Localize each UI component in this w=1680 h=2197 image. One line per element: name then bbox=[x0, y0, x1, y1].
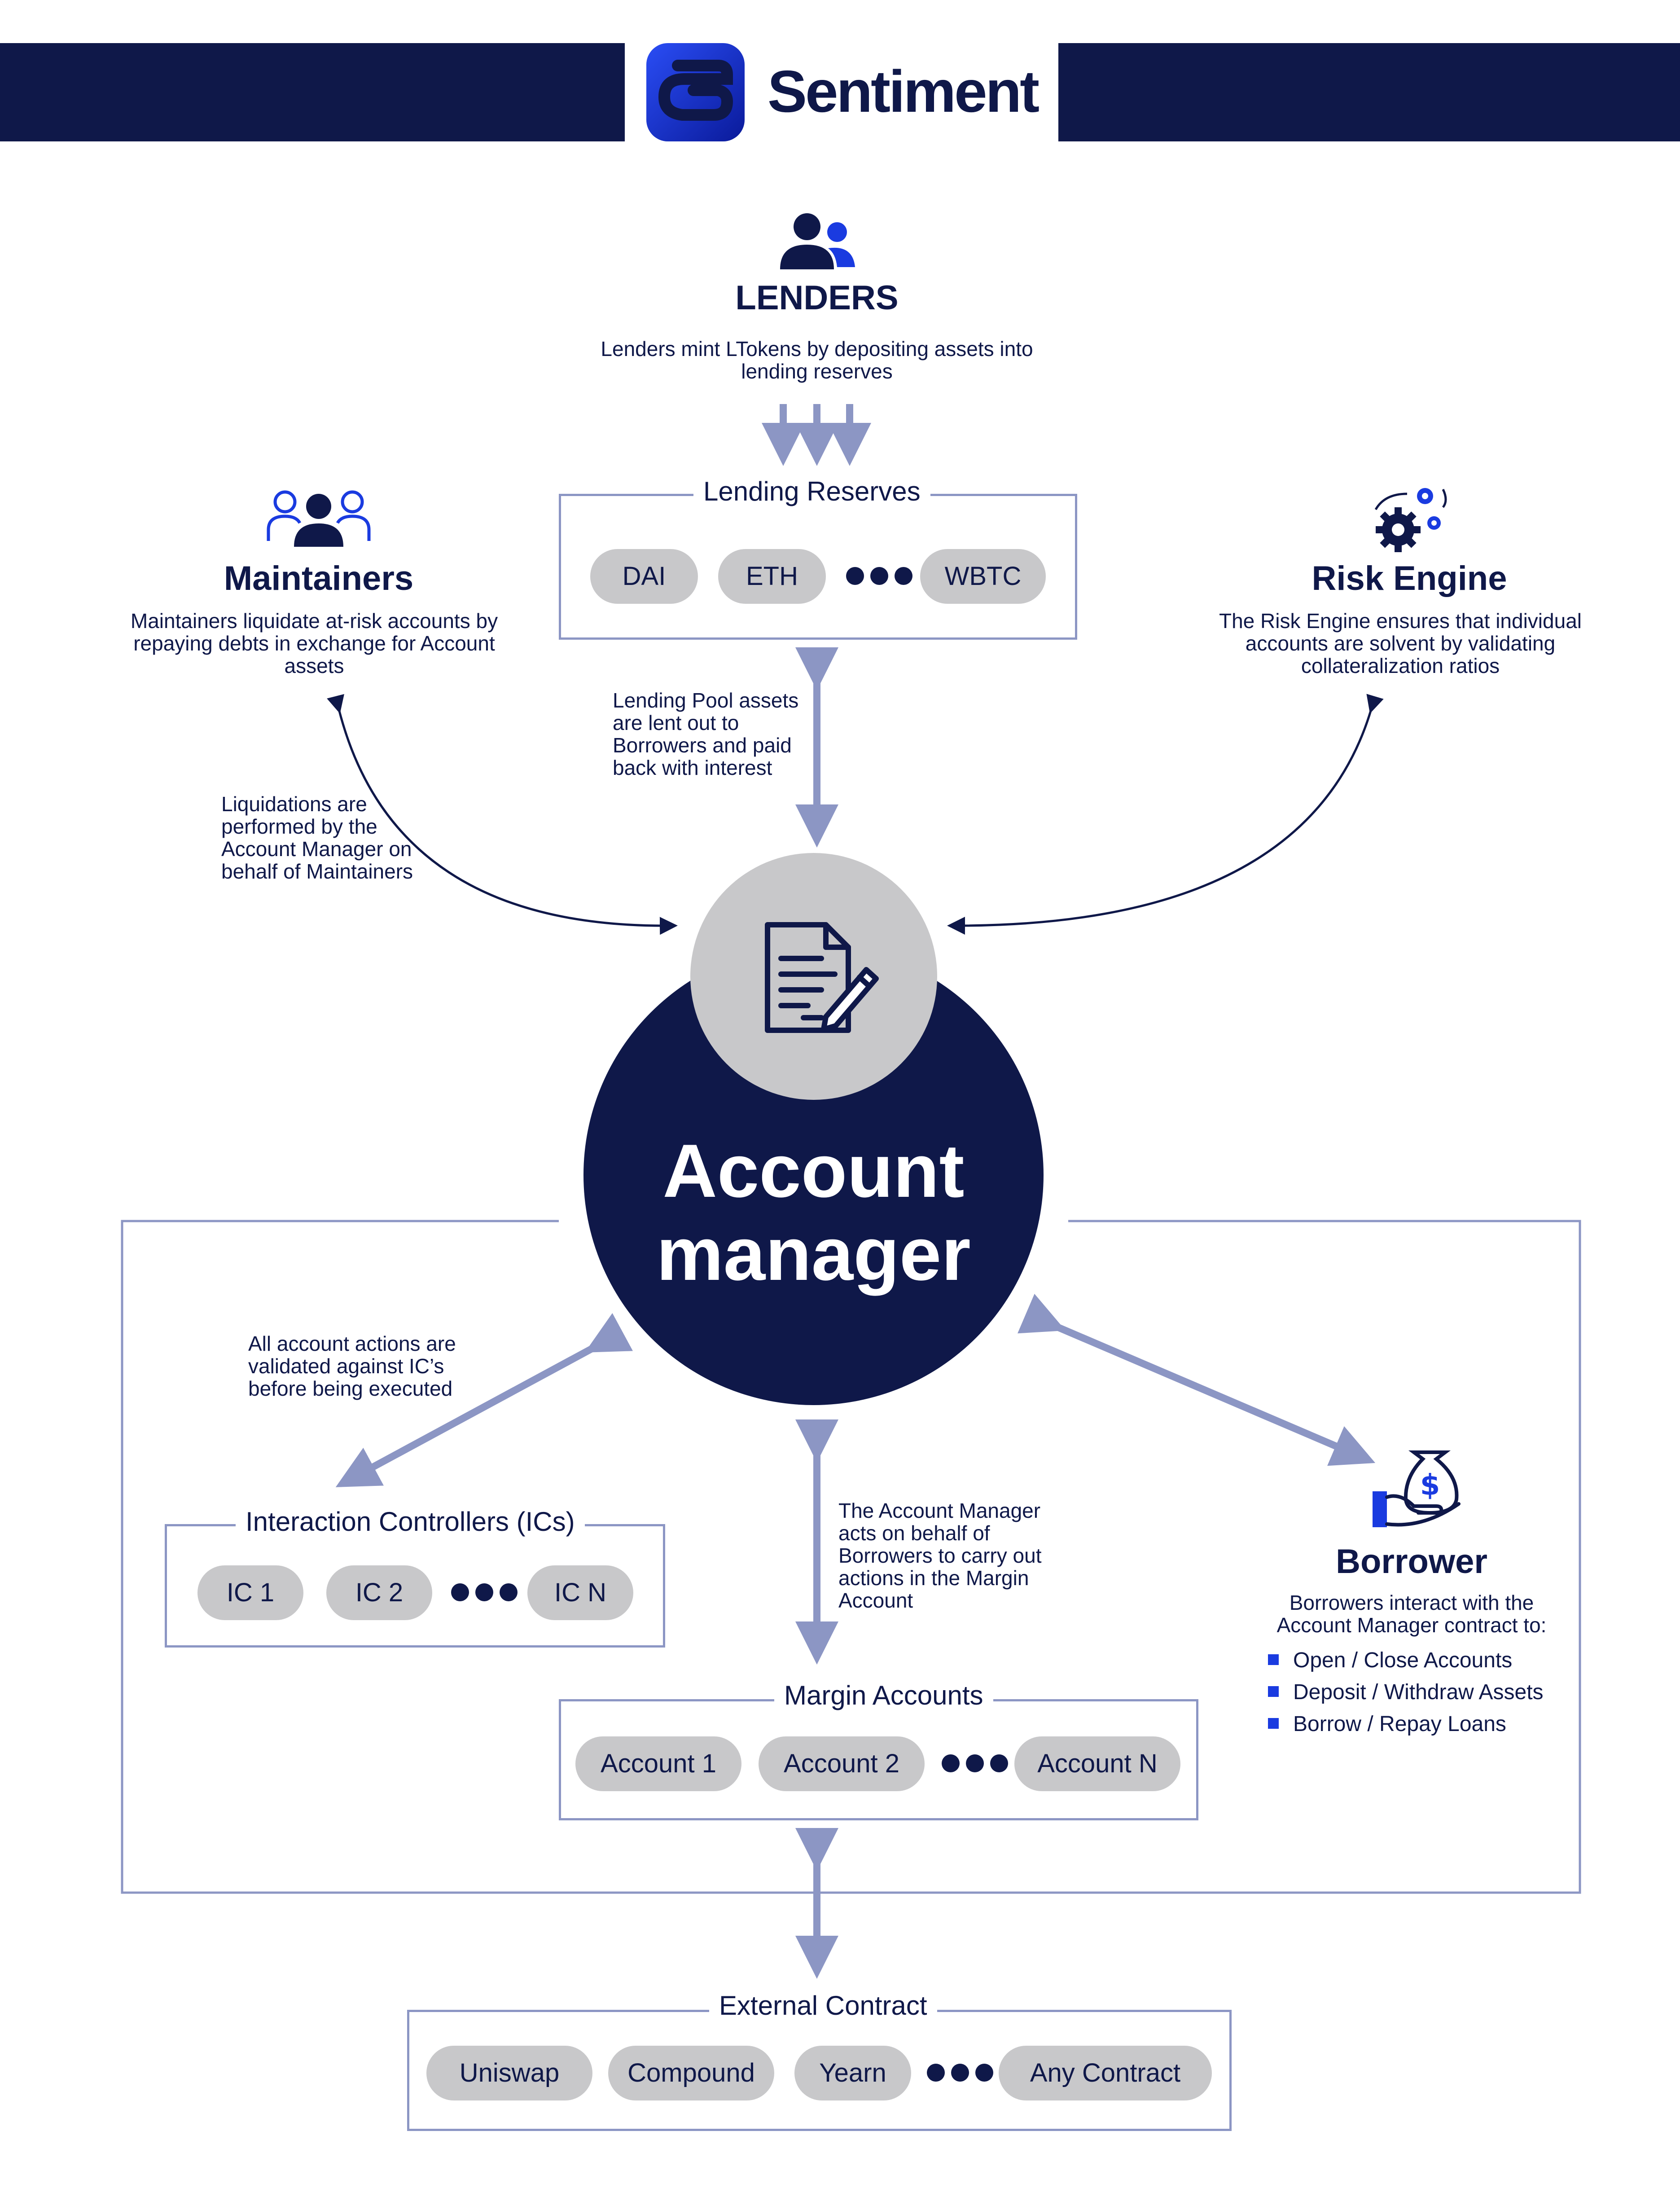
brand-name: Sentiment bbox=[768, 58, 1040, 124]
reserve-pill: DAI bbox=[590, 549, 698, 604]
money-bag-hand-icon: $ bbox=[1373, 1450, 1461, 1527]
borrower-title: Borrower bbox=[1336, 1542, 1487, 1581]
maintainers-description: Maintainers liquidate at-risk accounts b… bbox=[130, 609, 498, 677]
interaction-controllers-label: Interaction Controllers (ICs) bbox=[236, 1506, 585, 1538]
borrower-actions-list: Open / Close Accounts Deposit / Withdraw… bbox=[1268, 1644, 1544, 1740]
header-banner-left bbox=[0, 43, 625, 141]
sentiment-logo-icon bbox=[646, 43, 745, 141]
lenders-description: Lenders mint LTokens by depositing asset… bbox=[601, 337, 1033, 383]
ic-pill: IC 2 bbox=[326, 1565, 432, 1620]
reserve-pill: ETH bbox=[718, 549, 826, 604]
svg-text:$: $ bbox=[1420, 1469, 1440, 1502]
external-contract-pill: Any Contract bbox=[999, 2046, 1212, 2100]
contract-document-icon bbox=[765, 922, 879, 1033]
liquidations-note: Liquidations are performed by the Accoun… bbox=[221, 792, 413, 883]
external-contract-pill: Yearn bbox=[794, 2046, 911, 2100]
borrower-action-item: Borrow / Repay Loans bbox=[1268, 1708, 1544, 1740]
more-dots bbox=[846, 567, 912, 585]
ic-validation-note: All account actions are validated agains… bbox=[248, 1332, 456, 1400]
lending-reserves-label: Lending Reserves bbox=[693, 476, 930, 507]
more-dots bbox=[942, 1754, 1008, 1772]
margin-account-pill: Account 1 bbox=[575, 1736, 741, 1791]
margin-account-pill: Account N bbox=[1014, 1736, 1180, 1791]
external-contract-pill: Uniswap bbox=[426, 2046, 592, 2100]
account-manager-acts-note: The Account Manager acts on behalf of Bo… bbox=[838, 1499, 1042, 1612]
risk-engine-description: The Risk Engine ensures that individual … bbox=[1219, 609, 1582, 677]
group-icon bbox=[267, 490, 371, 547]
borrower-action-item: Open / Close Accounts bbox=[1268, 1644, 1544, 1676]
maintainers-title: Maintainers bbox=[224, 559, 414, 598]
manager-borrower-arrow bbox=[1017, 1293, 1376, 1466]
account-manager-title-line1: Account bbox=[662, 1129, 965, 1213]
borrower-action-item: Deposit / Withdraw Assets bbox=[1268, 1676, 1544, 1708]
lending-pool-note: Lending Pool assets are lent out to Borr… bbox=[613, 689, 799, 779]
ic-pill: IC 1 bbox=[197, 1565, 303, 1620]
risk-engine-curve bbox=[947, 694, 1384, 935]
brand-logo: Sentiment bbox=[646, 43, 1041, 141]
borrower-description: Borrowers interact with the Account Mana… bbox=[1276, 1591, 1547, 1637]
margin-accounts-label: Margin Accounts bbox=[774, 1680, 993, 1711]
lenders-title: LENDERS bbox=[735, 279, 899, 317]
external-contract-label: External Contract bbox=[709, 1990, 937, 2021]
external-contract-pill: Compound bbox=[608, 2046, 774, 2100]
lender-deposit-arrows bbox=[762, 404, 871, 466]
gears-icon bbox=[1374, 488, 1447, 552]
risk-engine-title: Risk Engine bbox=[1312, 559, 1507, 598]
manager-ic-arrow bbox=[335, 1313, 633, 1487]
account-manager-title-line2: manager bbox=[656, 1212, 971, 1296]
reserve-pill: WBTC bbox=[920, 549, 1046, 604]
more-dots bbox=[451, 1583, 518, 1601]
maintainers-curve bbox=[327, 694, 678, 935]
more-dots bbox=[927, 2064, 993, 2082]
ic-pill: IC N bbox=[527, 1565, 633, 1620]
margin-account-pill: Account 2 bbox=[759, 1736, 925, 1791]
users-icon bbox=[780, 213, 855, 269]
header-banner-right bbox=[1058, 43, 1680, 141]
